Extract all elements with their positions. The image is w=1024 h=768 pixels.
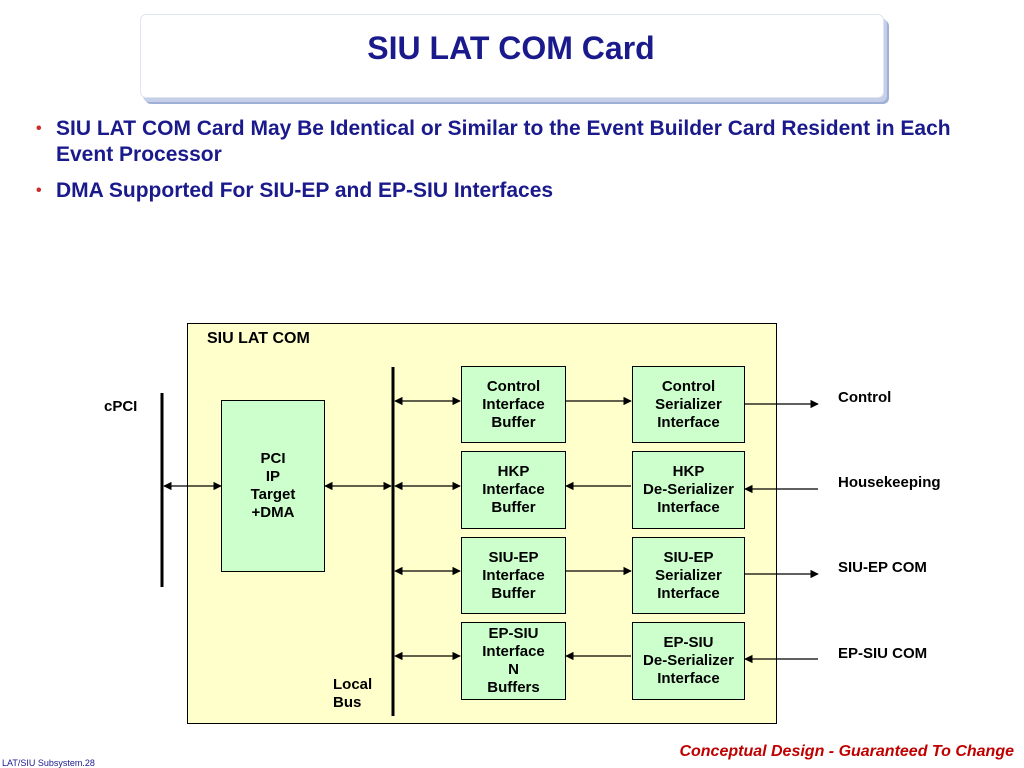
external-ep-siu-com-label: EP-SIU COM — [838, 645, 928, 662]
external-housekeeping-label: Housekeeping — [838, 474, 941, 491]
bullet-list: • SIU LAT COM Card May Be Identical or S… — [36, 116, 996, 214]
pci-ip-target-box: PCI IP Target +DMA — [221, 400, 325, 572]
bullet-text: SIU LAT COM Card May Be Identical or Sim… — [56, 117, 951, 166]
hkp-deserializer-interface-box: HKP De-Serializer Interface — [632, 451, 745, 529]
external-control-label: Control — [838, 389, 892, 406]
footer-disclaimer: Conceptual Design - Guaranteed To Change — [679, 743, 1014, 760]
title-frame — [140, 14, 884, 98]
slide-title: SIU LAT COM Card — [367, 30, 655, 66]
control-serializer-interface-box: Control Serializer Interface — [632, 366, 745, 443]
external-siu-ep-com-label: SIU-EP COM — [838, 559, 927, 576]
ep-siu-deserializer-interface-box: EP-SIU De-Serializer Interface — [632, 622, 745, 700]
local-bus-label: Local Bus — [333, 676, 373, 711]
ep-siu-interface-buffers-box: EP-SIU Interface N Buffers — [461, 622, 566, 700]
control-interface-buffer-box: Control Interface Buffer — [461, 366, 566, 443]
bullet-item: • SIU LAT COM Card May Be Identical or S… — [36, 116, 996, 168]
panel-label: SIU LAT COM — [207, 330, 310, 347]
siu-ep-serializer-interface-box: SIU-EP Serializer Interface — [632, 537, 745, 614]
footer-page-id: LAT/SIU Subsystem.28 — [2, 758, 95, 768]
bullet-text: DMA Supported For SIU-EP and EP-SIU Inte… — [56, 179, 554, 202]
bullet-dot-icon: • — [36, 182, 42, 199]
bullet-item: • DMA Supported For SIU-EP and EP-SIU In… — [36, 178, 996, 204]
bullet-dot-icon: • — [36, 120, 42, 137]
hkp-interface-buffer-box: HKP Interface Buffer — [461, 451, 566, 529]
cpci-label: cPCI — [104, 398, 138, 415]
siu-ep-interface-buffer-box: SIU-EP Interface Buffer — [461, 537, 566, 614]
